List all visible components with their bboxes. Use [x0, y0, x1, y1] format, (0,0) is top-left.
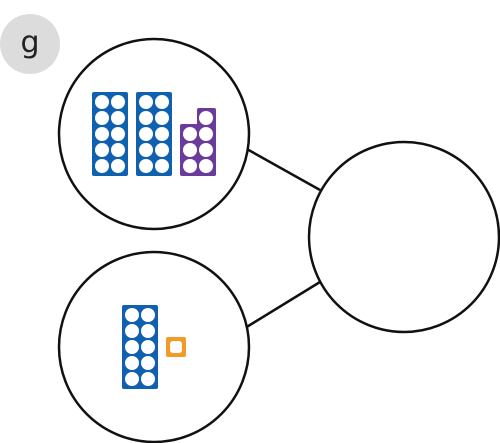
rod-hole: [125, 340, 139, 354]
rods-top-part: [92, 92, 216, 176]
rod-frame-step: [197, 108, 216, 176]
number-rod-0-2: [180, 108, 216, 176]
rods-bottom-part: [122, 305, 186, 389]
rod-hole: [141, 324, 155, 338]
rod-hole: [111, 143, 125, 157]
rod-hole: [155, 143, 169, 157]
rod-hole: [139, 95, 153, 109]
rod-hole: [155, 95, 169, 109]
connector-bottom: [244, 280, 321, 330]
rod-hole: [95, 143, 109, 157]
rod-hole: [95, 159, 109, 173]
rod-hole: [183, 159, 197, 173]
rod-hole: [125, 308, 139, 322]
number-rod-0-0: [92, 92, 128, 176]
number-rod-1-0: [122, 305, 158, 389]
rod-hole: [141, 308, 155, 322]
rod-hole: [199, 127, 213, 141]
rod-hole: [183, 127, 197, 141]
rod-hole: [125, 324, 139, 338]
rod-hole: [139, 111, 153, 125]
rod-hole: [139, 127, 153, 141]
rod-hole: [183, 143, 197, 157]
rod-hole: [125, 372, 139, 386]
rod-hole: [199, 143, 213, 157]
question-badge-circle: [0, 14, 60, 74]
rod-hole: [199, 159, 213, 173]
rod-hole: [141, 356, 155, 370]
number-rod-1-1: [166, 337, 186, 357]
whole-circle[interactable]: [307, 140, 500, 334]
question-label: g: [20, 25, 39, 60]
rod-hole: [155, 127, 169, 141]
rod-hole: [170, 341, 182, 353]
rod-hole: [111, 127, 125, 141]
rod-hole: [199, 111, 213, 125]
rod-hole: [111, 159, 125, 173]
rod-hole: [141, 372, 155, 386]
connector-top: [244, 146, 321, 192]
rod-hole: [125, 356, 139, 370]
rod-hole: [95, 95, 109, 109]
rod-hole: [139, 143, 153, 157]
rod-hole: [155, 111, 169, 125]
number-rod-0-1: [136, 92, 172, 176]
rod-hole: [95, 111, 109, 125]
rod-hole: [139, 159, 153, 173]
rod-hole: [111, 95, 125, 109]
rod-hole: [155, 159, 169, 173]
rod-hole: [111, 111, 125, 125]
rod-hole: [141, 340, 155, 354]
question-badge: g: [0, 14, 60, 74]
rod-hole: [95, 127, 109, 141]
